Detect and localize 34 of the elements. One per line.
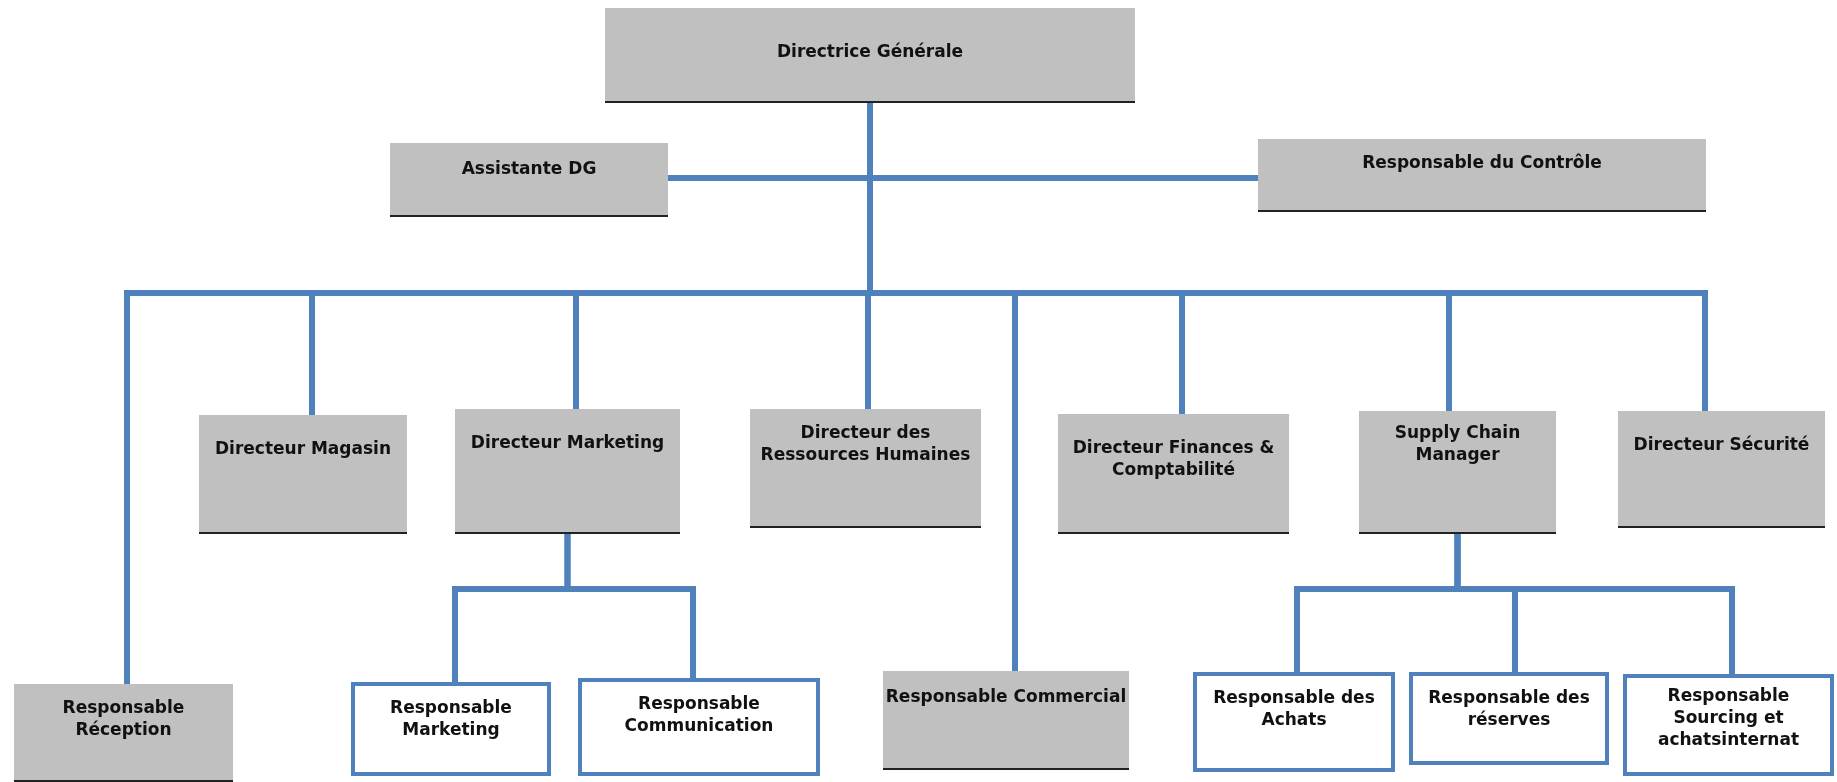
role-title: Responsable Commercial — [884, 685, 1128, 708]
role-title: Responsable Sourcing et achatsinternat — [1656, 684, 1800, 751]
role-title: Directeur des Ressources Humaines — [759, 421, 972, 466]
role-title: Directeur Finances & Comptabilité — [1071, 436, 1276, 481]
role-box — [883, 671, 1129, 770]
role-box — [199, 415, 407, 534]
connector-line — [1454, 534, 1735, 674]
role-title: Responsable des réserves — [1427, 686, 1591, 731]
outlined-role-box — [1409, 672, 1609, 765]
role-title: Responsable Marketing — [389, 696, 513, 741]
role-title: Responsable du Contrôle — [1361, 151, 1603, 174]
role-title: Responsable des Achats — [1212, 686, 1376, 731]
role-title: Responsable Communication — [623, 692, 775, 737]
outlined-role-box — [351, 682, 551, 776]
role-box — [1359, 411, 1556, 534]
role-box — [390, 143, 668, 217]
outlined-role-box — [1193, 672, 1395, 772]
role-title: Directeur Sécurité — [1632, 433, 1811, 456]
role-box — [750, 409, 981, 528]
outlined-role-box — [578, 678, 820, 776]
role-box — [1058, 414, 1289, 534]
role-box — [14, 684, 233, 782]
role-title: Responsable Réception — [61, 696, 186, 741]
role-title: Directeur Marketing — [469, 431, 666, 454]
role-title: Supply Chain Manager — [1393, 421, 1522, 466]
role-title: Directeur Magasin — [213, 437, 393, 460]
outlined-role-box — [1623, 674, 1834, 776]
connector-line — [564, 534, 696, 678]
role-title: Assistante DG — [460, 157, 598, 180]
role-box — [1258, 139, 1706, 212]
role-box — [1618, 411, 1825, 528]
role-title: Directrice Générale — [775, 40, 965, 63]
role-box — [605, 8, 1135, 103]
role-box — [455, 409, 680, 534]
